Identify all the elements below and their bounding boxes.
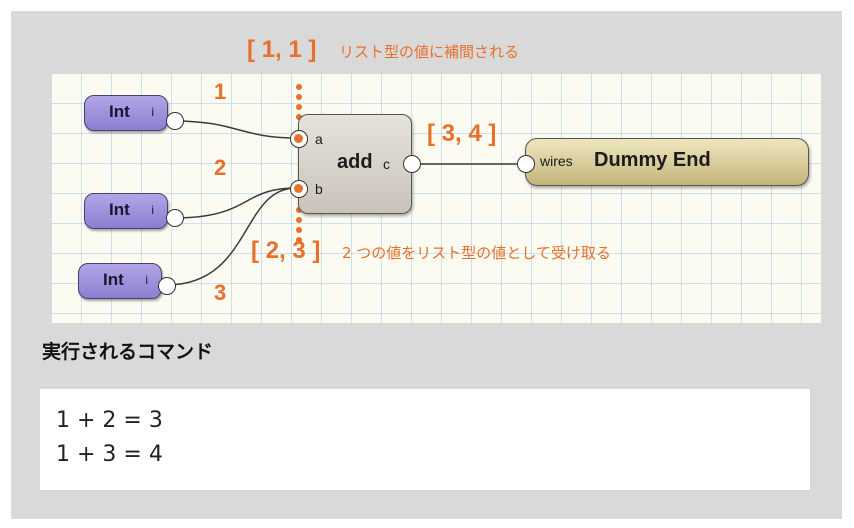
node-canvas: 1 2 3 [ 3, 4 ] Int i Int i Int i a add c… [51,73,821,323]
wire-number-2: 2 [214,155,227,180]
output-bracket: [ 3, 4 ] [427,120,497,147]
top-note: リスト型の値に補間される [339,43,520,61]
int-node-label: Int [109,200,130,219]
section-heading: 実行されるコマンド [42,341,214,363]
dummy-end-node[interactable]: wires Dummy End [525,138,809,186]
dummy-end-port-label: wires [540,153,573,169]
add-node[interactable]: a add c b [298,114,412,214]
bottom-note: 2 つの値をリスト型の値として受け取る [342,244,611,262]
dummy-end-label: Dummy End [594,149,711,171]
add-output-port-c[interactable] [403,155,421,173]
command-line-1: 1 + 2 = 3 [56,408,163,433]
command-output-box: 1 + 2 = 3 1 + 3 = 4 [40,389,810,490]
wires-layer [166,84,517,286]
diagram-frame: [ 1, 1 ] リスト型の値に補間される 1 2 3 [11,11,842,519]
int-port-label: i [151,105,154,119]
wire-3 [166,187,297,286]
int-port-label: i [145,273,148,287]
int-node-label: Int [103,270,124,289]
top-bracket: [ 1, 1 ] [247,36,317,63]
dummy-end-input-port[interactable] [517,155,535,173]
int-1-output-port[interactable] [166,112,184,130]
add-port-c-label: c [383,156,390,172]
command-line-2: 1 + 3 = 4 [56,442,163,467]
int-port-label: i [151,203,154,217]
wire-2 [173,187,297,219]
wire-1 [173,120,297,139]
int-node-label: Int [109,102,130,121]
add-node-label: add [337,151,373,173]
add-port-b-label: b [315,181,323,197]
int-3-output-port[interactable] [158,277,176,295]
add-input-port-a[interactable] [290,130,308,148]
add-input-port-b[interactable] [290,180,308,198]
bottom-bracket: [ 2, 3 ] [251,237,321,264]
int-node-1[interactable]: Int i [84,95,168,131]
add-port-a-label: a [315,131,323,147]
int-node-2[interactable]: Int i [84,193,168,229]
dotted-merge-line [296,84,302,243]
wire-number-3: 3 [214,280,227,305]
wire-number-1: 1 [214,79,227,104]
int-2-output-port[interactable] [166,209,184,227]
int-node-3[interactable]: Int i [78,263,162,299]
